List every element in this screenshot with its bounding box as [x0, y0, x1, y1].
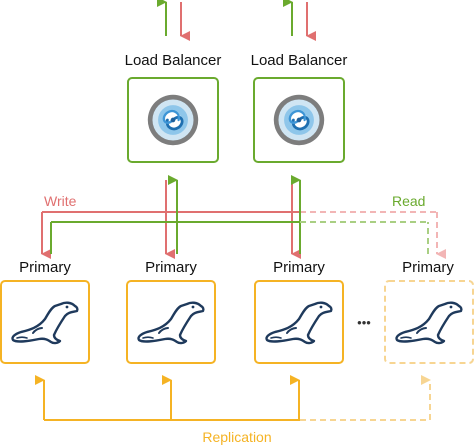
load-balancer-1	[127, 77, 219, 163]
lb1-label: Load Balancer	[125, 52, 222, 69]
read-label: Read	[392, 193, 425, 209]
primary-1-label: Primary	[19, 259, 71, 276]
primary-2-label: Primary	[145, 259, 197, 276]
primary-4-label: Primary	[402, 259, 454, 276]
primary-node-1	[0, 280, 90, 364]
write-label: Write	[44, 193, 77, 209]
lb2-label: Load Balancer	[251, 52, 348, 69]
primary-node-3	[254, 280, 344, 364]
primary-3-label: Primary	[273, 259, 325, 276]
load-balancer-2	[253, 77, 345, 163]
lb-swirl-icon	[146, 93, 200, 147]
primary-node-2	[126, 280, 216, 364]
replication-label: Replication	[202, 429, 271, 445]
more-nodes-ellipsis: •••	[357, 315, 371, 330]
primary-node-4-faded	[384, 280, 474, 364]
lb-swirl-icon	[272, 93, 326, 147]
